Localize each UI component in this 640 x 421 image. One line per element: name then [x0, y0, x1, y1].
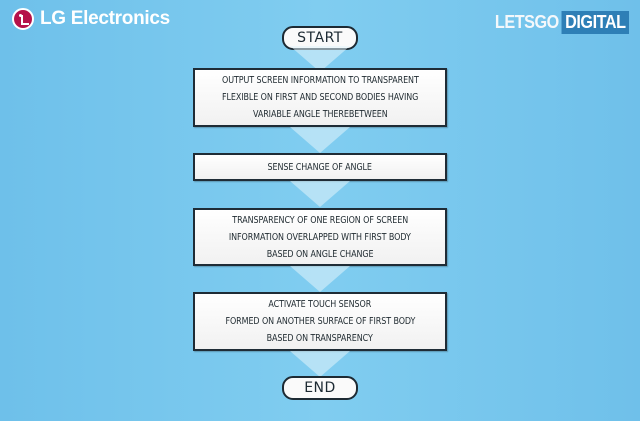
letsgo-digital-logo: LETSGO DIGITAL	[495, 11, 629, 34]
arrow-down-icon	[290, 127, 350, 153]
letsgo-text: LETSGO	[494, 12, 559, 32]
step-3-box: TRANSPARENCY OF ONE REGION OF SCREEN INF…	[193, 208, 447, 266]
lg-electronics-logo: LG Electronics	[12, 8, 170, 30]
step-4-line-2: FORMED ON ANOTHER SURFACE OF FIRST BODY	[225, 316, 415, 327]
step-3-line-3: BASED ON ANGLE CHANGE	[266, 248, 374, 260]
end-terminal: END	[282, 376, 358, 400]
lg-face-icon	[12, 8, 34, 30]
step-3-line-2: INFORMATION OVERLAPPED WITH FIRST BODY	[228, 231, 411, 243]
arrow-down-icon	[290, 266, 350, 292]
end-label: END	[304, 380, 336, 396]
step-1-box: OUTPUT SCREEN INFORMATION TO TRANSPARENT…	[193, 68, 447, 127]
start-label: START	[297, 30, 343, 46]
arrow-down-icon	[290, 181, 350, 207]
step-3-line-1: TRANSPARENCY OF ONE REGION OF SCREEN	[232, 214, 408, 226]
arrow-down-icon	[290, 351, 350, 377]
step-2-box: SENSE CHANGE OF ANGLE	[193, 153, 447, 181]
step-1-line-3: VARIABLE ANGLE THEREBETWEEN	[252, 109, 388, 120]
step-4-box: ACTIVATE TOUCH SENSOR FORMED ON ANOTHER …	[193, 292, 447, 351]
digital-text: DIGITAL	[561, 11, 629, 34]
step-1-line-2: FLEXIBLE ON FIRST AND SECOND BODIES HAVI…	[221, 92, 419, 103]
lg-logo-text: LG Electronics	[40, 8, 170, 29]
step-4-line-1: ACTIVATE TOUCH SENSOR	[268, 299, 372, 310]
step-2-line-1: SENSE CHANGE OF ANGLE	[267, 161, 373, 173]
step-4-line-3: BASED ON TRANSPARENCY	[266, 333, 374, 344]
step-1-line-1: OUTPUT SCREEN INFORMATION TO TRANSPARENT	[221, 75, 419, 86]
arrow-down-icon	[290, 46, 350, 72]
